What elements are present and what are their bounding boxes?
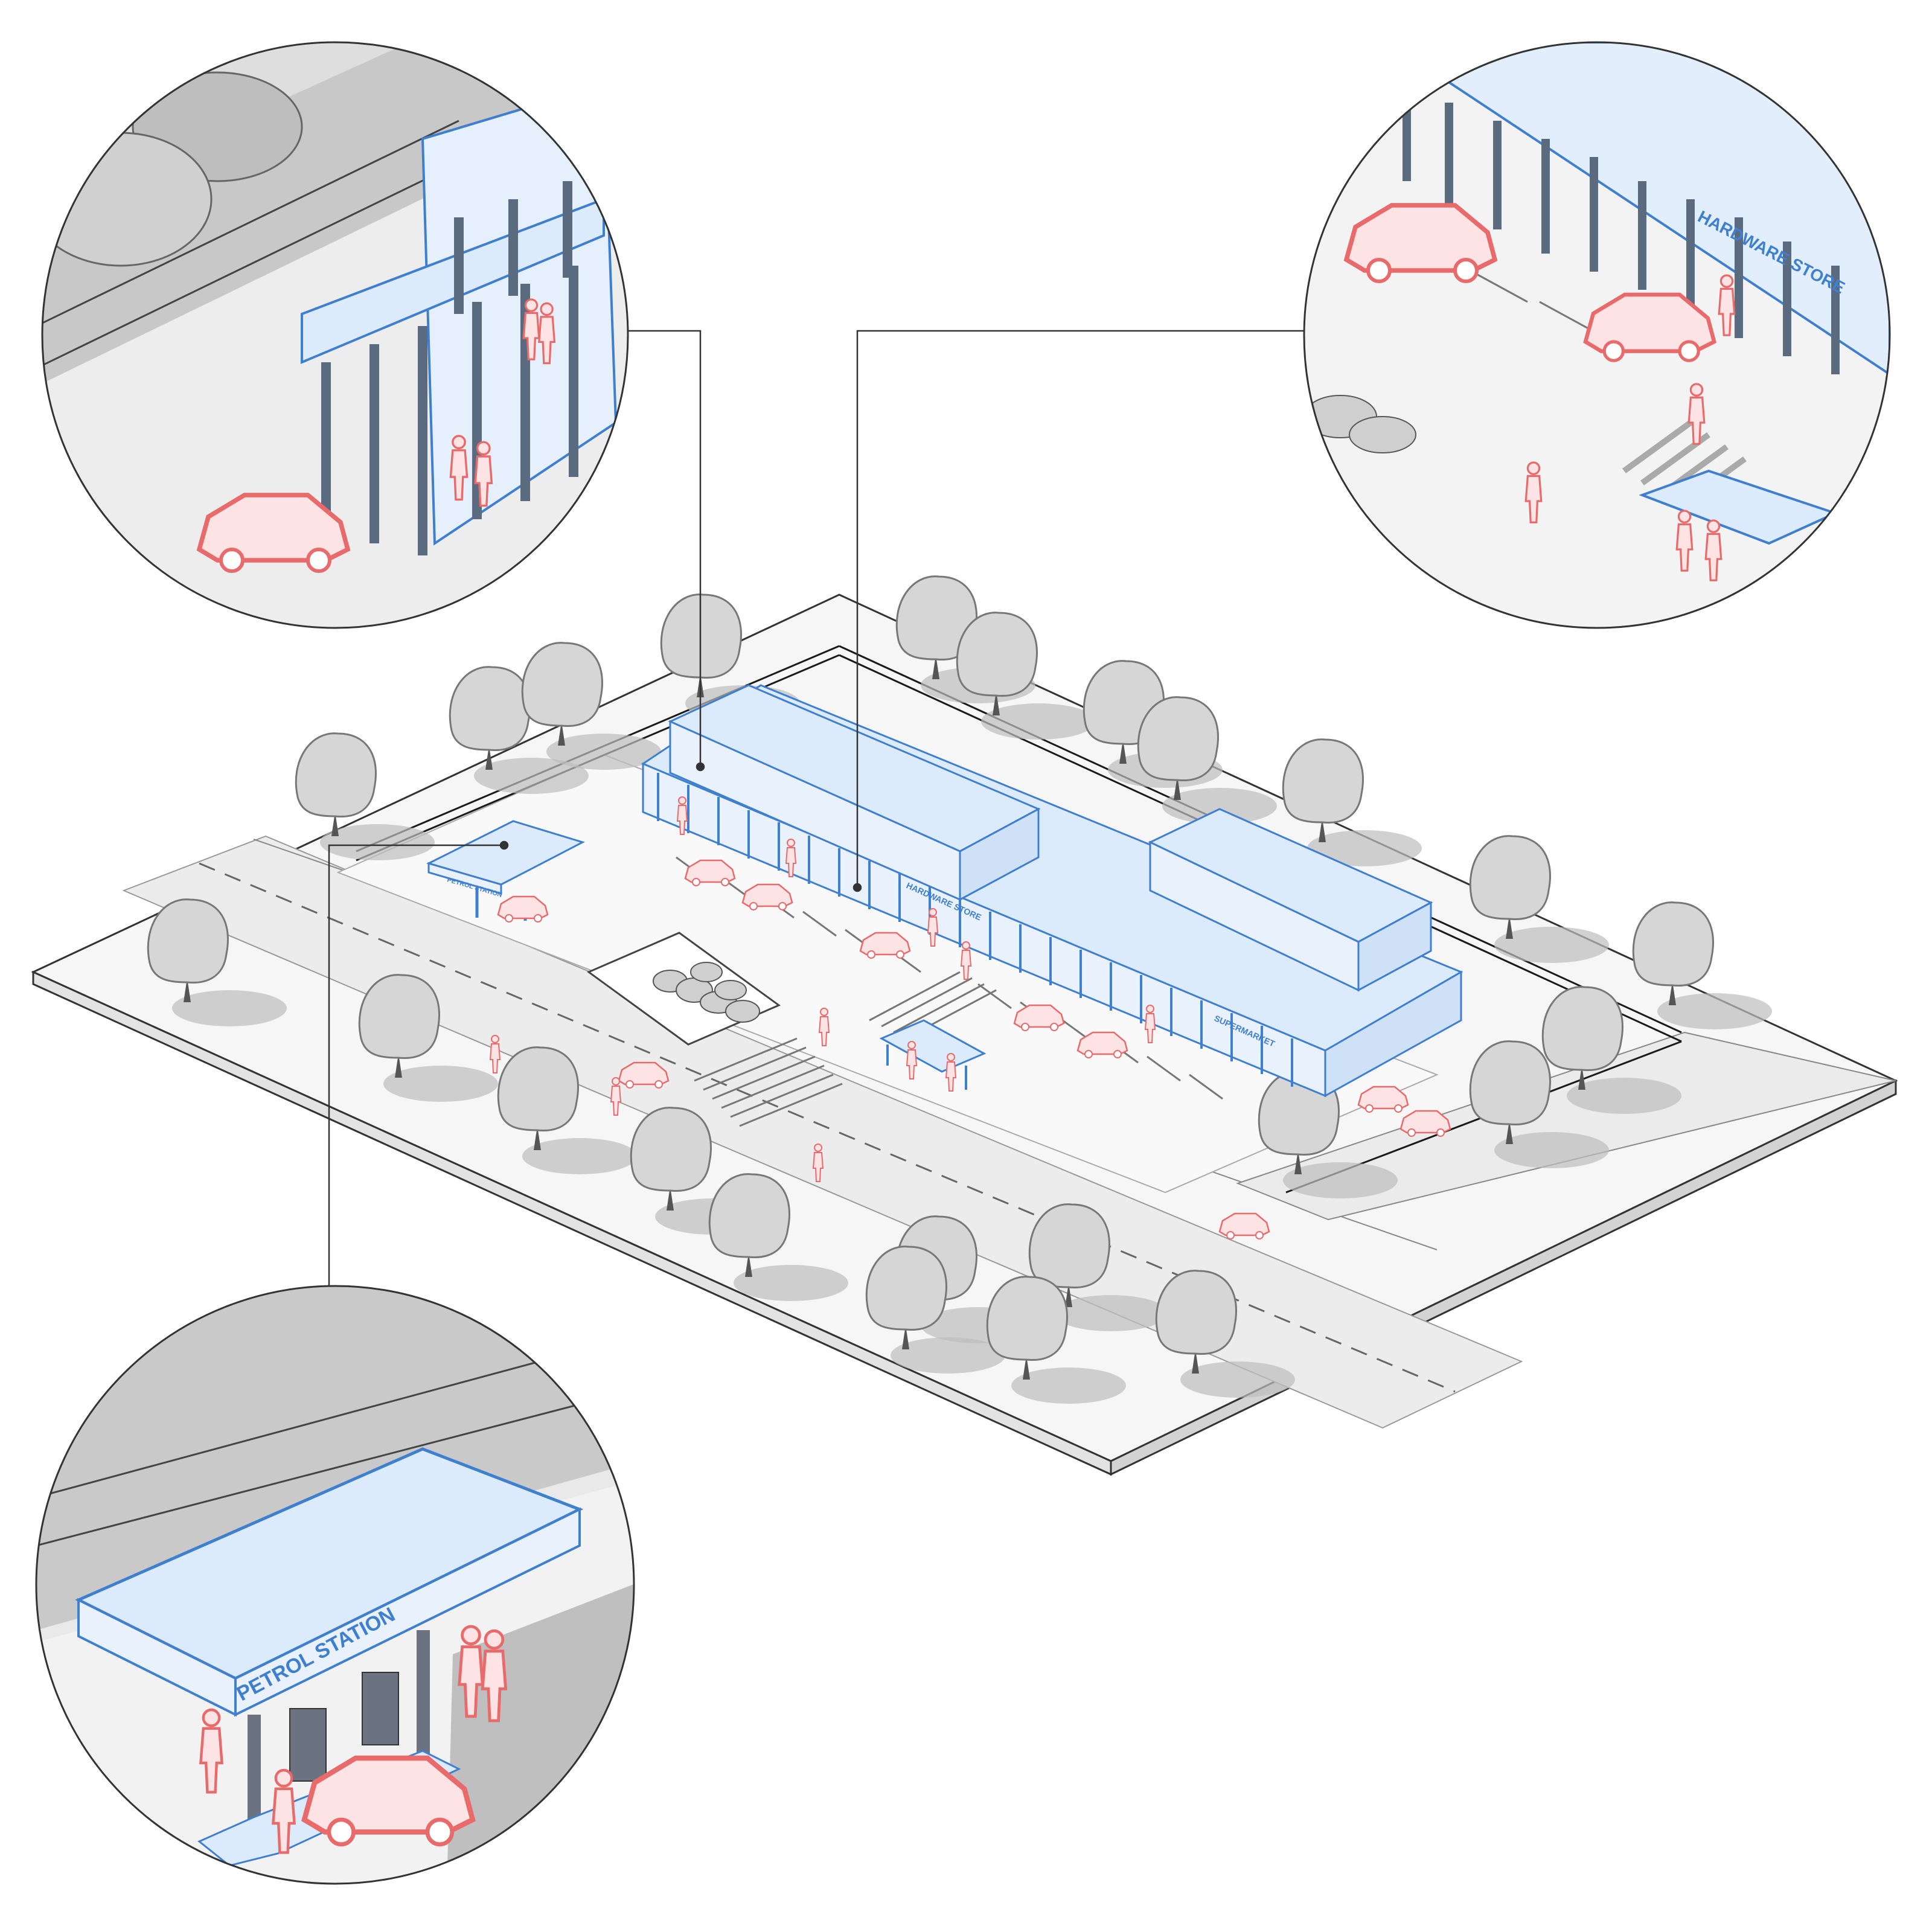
- parking-lot: [336, 753, 1439, 1194]
- callout-hardware-store: HARDWARE STORE: [1303, 41, 1891, 629]
- crosswalk-street: [694, 1037, 843, 1127]
- road-centre-line: [199, 862, 1456, 1393]
- planter-shrubs: [653, 962, 760, 1023]
- bus-shelter: [879, 1019, 987, 1090]
- leader-bottom-left: [328, 844, 504, 1292]
- callout-petrol-station: PETROL STATION: [35, 1285, 635, 1885]
- leader-top-left: [628, 330, 702, 767]
- facade-columns: [657, 773, 1293, 1087]
- main-building: HARDWARE STORE SUPERMARKET: [641, 684, 1463, 1098]
- leader-top-right: [856, 330, 1307, 888]
- fuel-pump-icon: [289, 1672, 399, 1782]
- leader-lines: [328, 330, 1307, 1292]
- building-facade-side: [1324, 970, 1462, 1098]
- site-base: [31, 593, 1898, 1476]
- callout-building-entrance: [41, 41, 629, 629]
